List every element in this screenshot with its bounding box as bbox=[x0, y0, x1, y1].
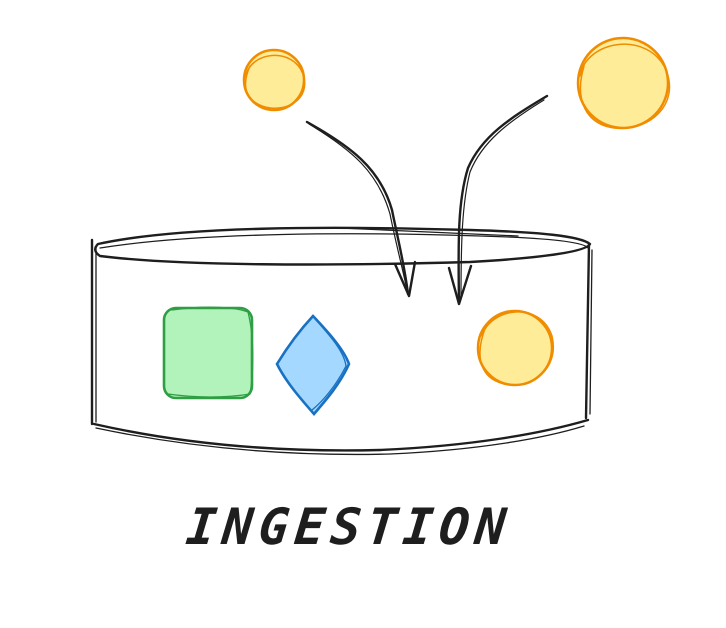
incoming-circle-small bbox=[242, 48, 306, 112]
inner-circle bbox=[476, 309, 555, 387]
blue-diamond bbox=[275, 314, 351, 416]
ingestion-container bbox=[90, 226, 593, 456]
arrow-right bbox=[447, 94, 549, 306]
incoming-circle-large bbox=[576, 36, 671, 130]
diagram-caption: INGESTION bbox=[183, 498, 515, 556]
green-square bbox=[162, 306, 254, 400]
arrow-left bbox=[305, 120, 417, 298]
